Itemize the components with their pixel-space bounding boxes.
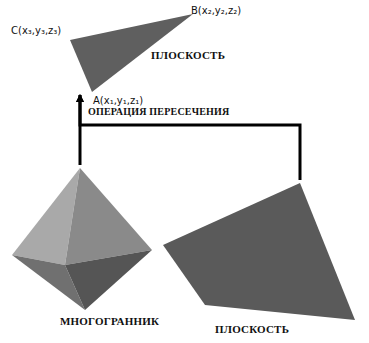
vertex-label: A(x₁,y₁,z₁) xyxy=(93,95,143,106)
vertex-label: C(x₃,y₃,z₃) xyxy=(11,25,61,36)
shape-outline xyxy=(5,3,290,95)
flow-connector xyxy=(80,95,300,180)
shape-label: ПЛОСКОСТЬ xyxy=(151,49,225,61)
operation-label: ОПЕРАЦИЯ ПЕРЕСЕЧЕНИЯ xyxy=(88,106,229,117)
shape-label: ПЛОСКОСТЬ xyxy=(215,323,289,335)
triangle-plane: C(x₃,y₃,z₃)B(x₂,y₂,z₂)ПЛОСКОСТЬA(x₁,y₁,z… xyxy=(5,3,290,95)
plane: ПЛОСКОСТЬ xyxy=(160,180,360,335)
vertex-label: B(x₂,y₂,z₂) xyxy=(191,5,241,16)
shape-outline xyxy=(160,180,360,335)
polyhedron: МНОГОГРАННИК xyxy=(10,165,155,335)
shape-label: МНОГОГРАННИК xyxy=(60,315,159,327)
shape-outline xyxy=(10,165,155,335)
